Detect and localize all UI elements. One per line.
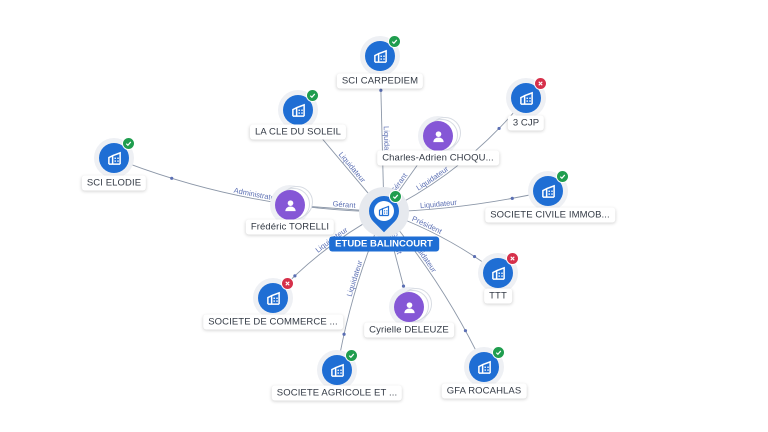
center-company-icon xyxy=(374,201,394,221)
edge-role-label: Gérant xyxy=(332,199,356,210)
active-check-icon xyxy=(556,170,569,183)
edge-arrow-societe-de-commerce xyxy=(293,274,297,278)
node-societe-agricole[interactable] xyxy=(317,349,358,390)
edge-arrow-societe-agricole xyxy=(342,332,346,336)
node-3cjp[interactable] xyxy=(506,77,547,118)
node-label-societe-de-commerce[interactable]: SOCIETE DE COMMERCE ... xyxy=(203,314,343,330)
node-label-frederic-torelli[interactable]: Frédéric TORELLI xyxy=(245,219,335,235)
active-check-icon xyxy=(122,137,135,150)
node-la-cle-du-soleil[interactable] xyxy=(278,89,319,130)
company-icon xyxy=(511,83,541,113)
edge-arrow-3cjp xyxy=(497,126,501,131)
node-gfa-rocahlas[interactable] xyxy=(464,346,505,387)
active-check-icon xyxy=(306,89,319,102)
closed-cross-icon xyxy=(534,77,547,90)
closed-cross-icon xyxy=(281,277,294,290)
edge-role-label: Liquidateur xyxy=(415,164,451,192)
edge-arrow-sci-elodie xyxy=(170,176,174,180)
edge-role-label: Président xyxy=(411,214,445,236)
node-label-societe-civile-immob[interactable]: SOCIETE CIVILE IMMOB... xyxy=(485,207,615,223)
node-label-ttt[interactable]: TTT xyxy=(484,288,512,304)
node-cyrielle-deleuze[interactable] xyxy=(389,287,432,327)
active-check-icon xyxy=(388,35,401,48)
edge-role-label: Liquidateur xyxy=(337,150,368,185)
edge-role-label: Liquidateur xyxy=(382,126,392,164)
edge-arrow-ttt xyxy=(472,254,477,259)
node-frederic-torelli[interactable] xyxy=(270,185,313,225)
edge-role-label: Liquidateur xyxy=(420,198,458,211)
node-label-sci-elodie[interactable]: SCI ELODIE xyxy=(81,175,147,191)
edge-arrow-gfa-rocahlas xyxy=(463,329,468,333)
edge-arrow-cyrielle-deleuze xyxy=(401,284,406,288)
center-active-check-icon xyxy=(389,190,402,203)
node-label-3cjp[interactable]: 3 CJP xyxy=(507,115,545,131)
node-ttt[interactable] xyxy=(478,252,519,293)
node-label-gfa-rocahlas[interactable]: GFA ROCAHLAS xyxy=(441,383,527,399)
node-label-sci-carpediem[interactable]: SCI CARPEDIEM xyxy=(336,73,424,89)
person-icon xyxy=(394,292,424,322)
edge-role-label: Liquidateur xyxy=(345,259,365,298)
active-check-icon xyxy=(492,346,505,359)
person-icon xyxy=(423,121,453,151)
center-company-pin[interactable] xyxy=(359,187,409,237)
node-sci-carpediem[interactable] xyxy=(360,35,401,76)
node-label-societe-agricole[interactable]: SOCIETE AGRICOLE ET ... xyxy=(271,385,403,401)
company-icon xyxy=(533,176,563,206)
closed-cross-icon xyxy=(506,252,519,265)
person-icon xyxy=(275,190,305,220)
node-label-charles-adrien[interactable]: Charles-Adrien CHOQU... xyxy=(377,150,499,166)
edge-sci-elodie xyxy=(113,157,385,213)
edge-arrow-sci-carpediem xyxy=(379,88,383,92)
node-societe-civile-immob[interactable] xyxy=(528,170,569,211)
center-company-label[interactable]: ETUDE BALINCOURT xyxy=(329,236,439,252)
node-sci-elodie[interactable] xyxy=(94,137,135,178)
node-label-cyrielle-deleuze[interactable]: Cyrielle DELEUZE xyxy=(364,322,454,338)
node-societe-de-commerce[interactable] xyxy=(253,277,294,318)
edge-arrow-societe-civile-immob xyxy=(510,196,514,200)
active-check-icon xyxy=(345,349,358,362)
node-label-la-cle-du-soleil[interactable]: LA CLE DU SOLEIL xyxy=(249,124,347,140)
company-icon xyxy=(99,143,129,173)
node-charles-adrien[interactable] xyxy=(418,116,461,156)
